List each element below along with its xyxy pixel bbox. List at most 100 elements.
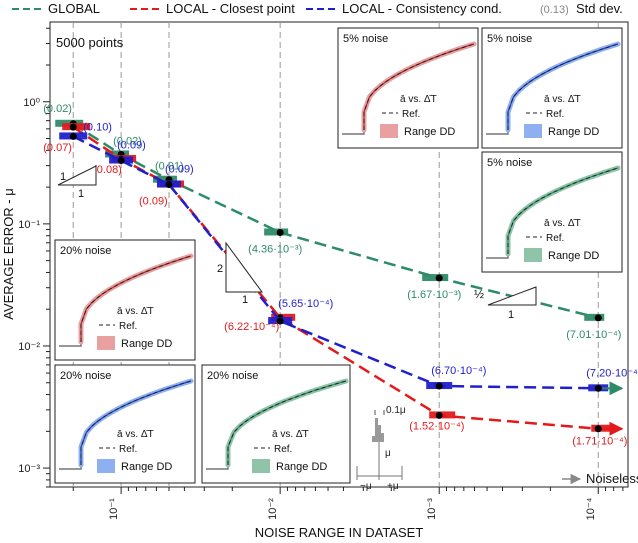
point-label-global: (1.67·10⁻³) bbox=[407, 289, 461, 301]
point-label-consistency: (5.65·10⁻⁴) bbox=[278, 298, 333, 310]
inset-ref-curve bbox=[80, 380, 192, 465]
noiseless-label: Noiseless limit bbox=[586, 471, 638, 486]
point-label-closest: (0.08) bbox=[93, 164, 122, 176]
point-label-consistency: (0.09) bbox=[117, 140, 146, 152]
point-label-global: (4.36·10⁻³) bbox=[248, 243, 302, 255]
data-point-closest bbox=[594, 425, 602, 433]
slope-triangle-1-rise: 1 bbox=[60, 171, 66, 183]
top-annotation: 5000 points bbox=[56, 35, 124, 50]
x-tick-label: 10⁻⁴ bbox=[585, 497, 597, 520]
legend-std-text: (0.13) bbox=[540, 4, 569, 16]
std-dev-key: 0.1μ μ −μ +μ bbox=[356, 405, 406, 492]
data-point-global bbox=[276, 228, 284, 236]
inset-3: 5% noise ā vs. Δ̄T Ref. Range DD bbox=[481, 151, 623, 273]
data-point-global bbox=[435, 274, 443, 282]
inset-legend-range: Range DD bbox=[121, 461, 172, 473]
inset-legend-range: Range DD bbox=[276, 461, 327, 473]
slope-triangle-2-shape bbox=[225, 241, 263, 293]
inset-legend-range-swatch bbox=[97, 459, 115, 473]
inset-legend-range-swatch bbox=[524, 124, 542, 138]
key-label-plus: +μ bbox=[387, 481, 399, 492]
key-bar-1 bbox=[375, 418, 378, 442]
inset-title: 20% noise bbox=[60, 370, 111, 382]
inset-title: 5% noise bbox=[487, 157, 532, 169]
data-point-global bbox=[594, 314, 602, 322]
x-tick-label: 10⁻² bbox=[267, 498, 279, 520]
x-tick-label: 10⁻¹ bbox=[108, 498, 120, 520]
slope-triangle-2: 2 1 bbox=[217, 241, 263, 306]
error-bar-global bbox=[105, 150, 130, 158]
point-label-closest: (0.07) bbox=[43, 142, 72, 154]
error-bar-global bbox=[152, 175, 177, 183]
point-label-closest: (1.52·10⁻⁴) bbox=[409, 420, 464, 432]
data-point-consistency bbox=[117, 157, 125, 165]
legend-label-global: GLOBAL bbox=[48, 1, 100, 16]
inset-ref-curve bbox=[507, 167, 619, 254]
slope-triangle-3-run: 1 bbox=[508, 309, 514, 321]
inset-title: 5% noise bbox=[343, 33, 388, 45]
error-bar-global bbox=[264, 228, 289, 236]
inset-legend-ref: Ref. bbox=[402, 109, 420, 120]
inset-legend-avs: ā vs. Δ̄T bbox=[544, 94, 581, 105]
legend-std-label: Std dev. bbox=[576, 1, 623, 16]
inset-legend-range: Range DD bbox=[548, 250, 599, 262]
inset-legend-range: Range DD bbox=[121, 338, 172, 350]
inset-legend-avs: ā vs. Δ̄T bbox=[544, 218, 581, 229]
slope-triangle-3-rise: ½ bbox=[474, 287, 484, 301]
point-label-closest: (6.22·10⁻⁴) bbox=[224, 321, 279, 333]
data-point-consistency bbox=[165, 181, 173, 189]
data-point-consistency bbox=[276, 317, 284, 325]
point-label-consistency: (7.20·10⁻⁴) bbox=[586, 367, 638, 379]
error-bar-global bbox=[422, 274, 449, 282]
inset-ref-curve bbox=[227, 380, 347, 465]
inset-title: 5% noise bbox=[487, 33, 532, 45]
inset-title: 20% noise bbox=[207, 370, 258, 382]
key-label-mu: μ bbox=[385, 448, 391, 459]
x-axis-label: NOISE RANGE IN DATASET bbox=[255, 525, 424, 540]
series-line-closest bbox=[72, 126, 599, 430]
inset-ref-curve bbox=[363, 43, 475, 130]
key-label-width: 0.1μ bbox=[386, 405, 406, 416]
y-tick-label: 10⁰ bbox=[23, 97, 40, 109]
point-labels: (0.02)(0.02)(0.01)(4.36·10⁻³)(1.67·10⁻³)… bbox=[43, 103, 638, 448]
point-label-consistency: (6.70·10⁻⁴) bbox=[431, 365, 486, 377]
error-bar-global bbox=[584, 313, 605, 321]
inset-legend-range-swatch bbox=[524, 248, 542, 262]
point-label-closest: (0.09) bbox=[139, 196, 168, 208]
slope-triangle-1-shape bbox=[57, 165, 97, 186]
inset-legend-range-swatch bbox=[380, 124, 398, 138]
inset-ref-curve bbox=[80, 255, 192, 342]
point-label-closest: (1.71·10⁻⁴) bbox=[572, 436, 627, 448]
inset-legend-ref: Ref. bbox=[119, 321, 137, 332]
inset-legend-ref: Ref. bbox=[274, 444, 292, 455]
legend-label-consistency: LOCAL - Consistency cond. bbox=[342, 1, 502, 16]
legend: GLOBAL LOCAL - Closest point LOCAL - Con… bbox=[12, 1, 623, 16]
inset-legend-ref: Ref. bbox=[119, 444, 137, 455]
y-tick-label: 10⁻² bbox=[18, 341, 40, 353]
inset-legend-range-swatch bbox=[97, 336, 115, 350]
point-label-consistency: (0.09) bbox=[165, 164, 194, 176]
inset-legend-range-swatch bbox=[252, 459, 270, 473]
data-point-closest bbox=[69, 123, 77, 131]
data-point-closest bbox=[435, 411, 443, 419]
key-bar-4 bbox=[372, 436, 375, 442]
inset-legend-range: Range DD bbox=[404, 126, 455, 138]
point-label-consistency: (0.10) bbox=[83, 121, 112, 133]
data-point-consistency bbox=[594, 384, 602, 392]
inset-legend-avs: ā vs. Δ̄T bbox=[117, 429, 154, 440]
y-tick-label: 10⁻¹ bbox=[18, 219, 40, 231]
inset-legend-ref: Ref. bbox=[546, 233, 564, 244]
insets: 5% noise ā vs. Δ̄T Ref. Range DD 5% noise ā v… bbox=[54, 27, 623, 484]
point-label-global: (0.02) bbox=[43, 103, 72, 115]
key-bar-3 bbox=[381, 433, 384, 442]
series-layer bbox=[55, 119, 624, 436]
point-label-global: (7.01·10⁻⁴) bbox=[566, 329, 621, 341]
inset-ref-curve bbox=[507, 43, 619, 130]
point-label-global: (0.01) bbox=[155, 161, 184, 173]
y-tick-label: 10⁻³ bbox=[18, 463, 40, 475]
